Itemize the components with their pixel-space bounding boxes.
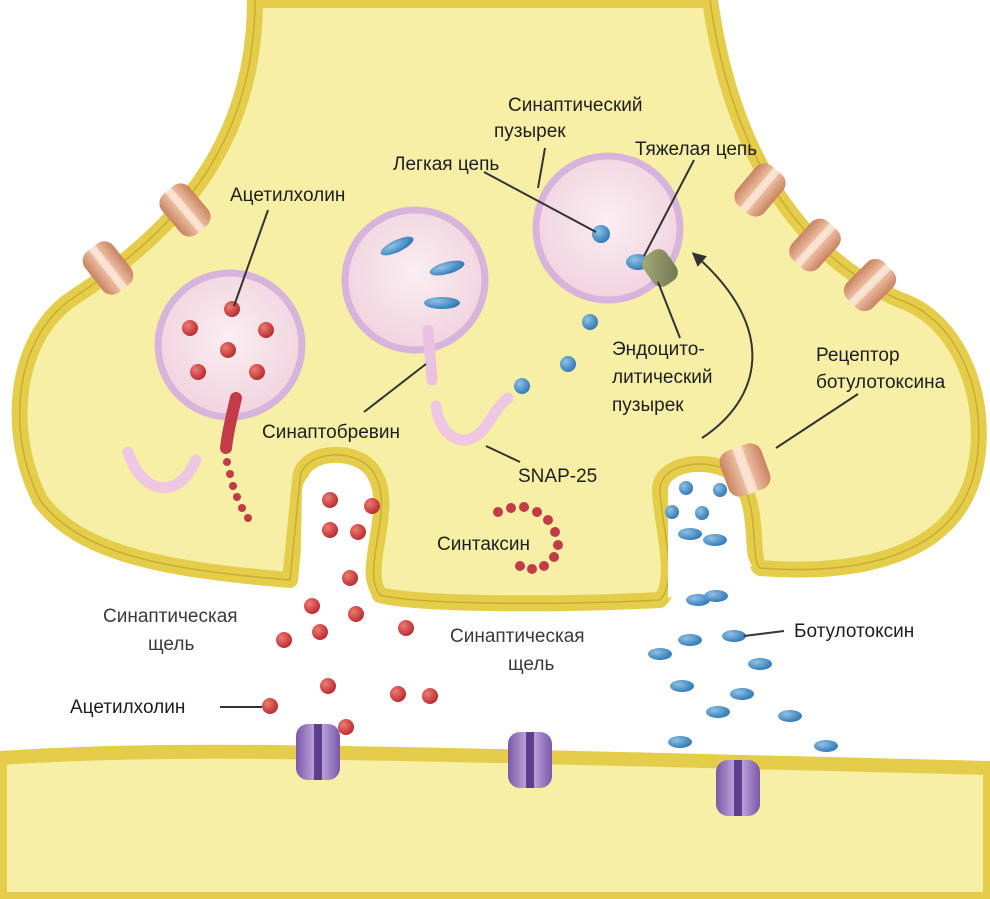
postsynaptic-cell <box>0 744 990 899</box>
label-botulinum-toxin: Ботулотоксин <box>794 621 914 642</box>
label-heavy-chain: Тяжелая цепь <box>635 139 757 160</box>
synaptobrevin-docked <box>220 392 242 454</box>
postsynaptic-receptors <box>296 724 760 816</box>
label-acetylcholine-top: Ацетилхолин <box>230 185 345 206</box>
snap25-proteins <box>122 392 514 494</box>
label-cleft-left-1: Синаптическая <box>103 606 238 627</box>
synaptobrevin-chain <box>223 458 252 522</box>
botulinum-receptor <box>719 443 771 497</box>
label-botulinum-receptor-2: ботулотоксина <box>816 372 946 393</box>
endocytosis-arrow <box>691 252 754 439</box>
label-syntaxin: Синтаксин <box>437 534 530 555</box>
presynaptic-channels <box>82 163 897 312</box>
label-endocytic-2: литический <box>612 367 713 388</box>
label-cleft-mid-1: Синаптическая <box>450 626 585 647</box>
label-acetylcholine-bottom: Ацетилхолин <box>70 697 185 718</box>
label-synaptic-vesicle-2: пузырек <box>494 121 566 142</box>
postsynaptic-membrane <box>0 744 990 899</box>
acetylcholine-molecules <box>262 492 438 735</box>
label-endocytic-1: Эндоцито- <box>612 339 705 360</box>
label-botulinum-receptor-1: Рецептор <box>816 345 900 366</box>
synaptobrevin-intact <box>422 324 438 386</box>
botulinum-toxin-molecules <box>648 481 838 752</box>
label-light-chain: Легкая цепь <box>393 154 499 175</box>
syntaxin-chain <box>493 502 563 574</box>
leader-lines <box>220 147 859 708</box>
label-cleft-mid-2: щель <box>508 654 554 675</box>
vesicle-acetylcholine <box>154 269 306 421</box>
light-chain-dots <box>514 314 598 394</box>
label-cleft-left-2: щель <box>148 634 194 655</box>
endocytic-vesicle <box>642 249 678 287</box>
presynaptic-membrane-inner <box>18 0 980 605</box>
vesicle-cleaved <box>341 206 489 354</box>
label-synaptic-vesicle-1: Синаптический <box>508 95 643 116</box>
label-endocytic-3: пузырек <box>612 395 684 416</box>
label-synaptobrevin: Синаптобревин <box>262 422 400 443</box>
label-snap25: SNAP-25 <box>518 466 597 487</box>
labels: Ацетилхолин Синаптический пузырек Легкая… <box>70 95 946 718</box>
